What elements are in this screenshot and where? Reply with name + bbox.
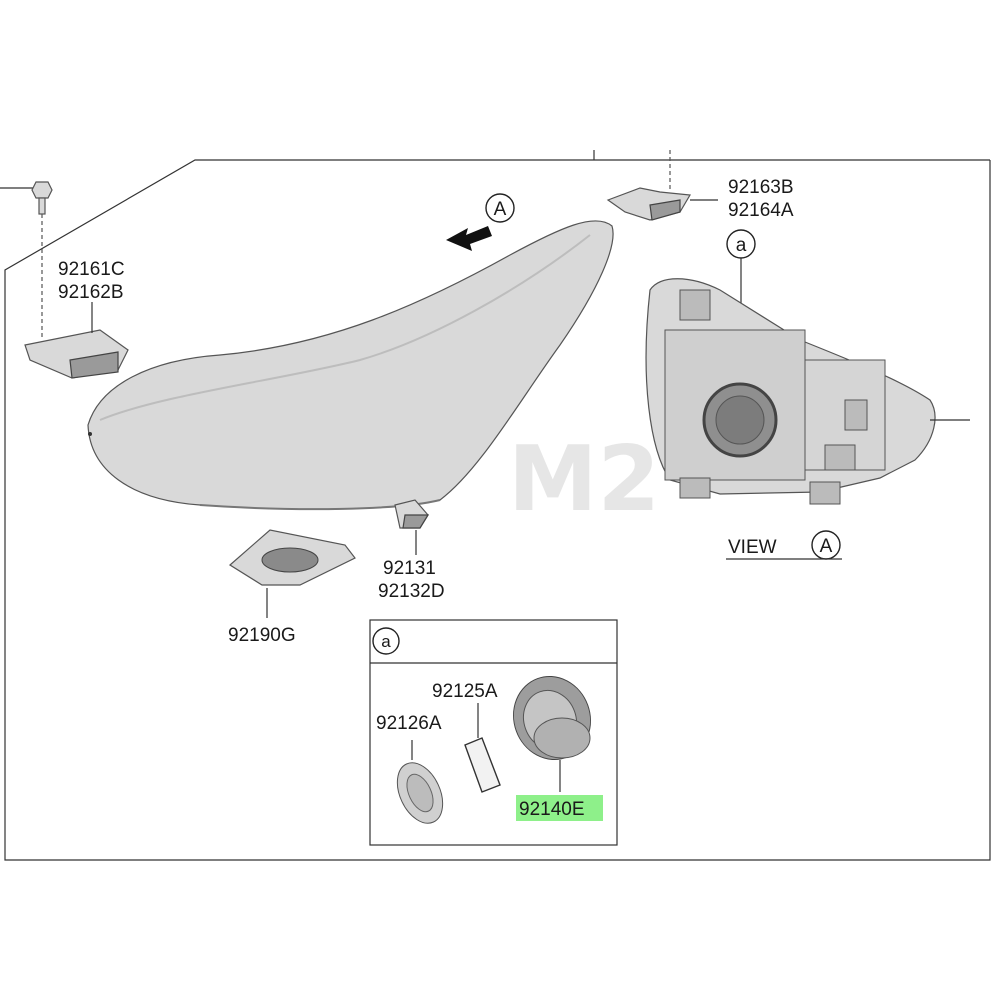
assembly-frame [4,150,991,861]
part-label-92125A[interactable]: 92125A [432,681,498,702]
callout-circle [372,627,400,655]
part-label-92131[interactable]: 92131 [383,558,436,579]
headlamp-housing-rear-part[interactable] [645,278,970,505]
marker-a-view[interactable]: a [736,235,747,256]
dust-cover-part[interactable] [502,666,602,771]
marker-a-detail[interactable]: a [381,632,391,651]
marker-A[interactable]: A [494,199,507,220]
part-label-92164A[interactable]: 92164A [728,200,794,221]
part-label-92163B[interactable]: 92163B [728,177,794,198]
part-label-92132D[interactable]: 92132D [378,581,445,602]
lamp-cap-part[interactable] [388,756,451,831]
bracket-left-part[interactable] [24,329,129,379]
watermark: M2 [508,427,660,532]
part-label-92190G[interactable]: 92190G [228,625,296,646]
bracket-bottom-part[interactable] [228,529,356,586]
headlamp-lens-part[interactable] [87,220,614,511]
view-arrow [446,226,492,251]
callout-circle [485,193,515,223]
highlight-box [516,795,603,821]
marker-A-view[interactable]: A [820,536,833,557]
part-label-92161C[interactable]: 92161C [58,259,125,280]
bracket-right-part[interactable] [606,187,691,221]
part-label-92140E[interactable]: 92140E [519,799,585,820]
detail-box-a [369,619,618,846]
clip-part[interactable] [394,499,430,529]
screw-part[interactable] [0,181,53,340]
part-label-92126A[interactable]: 92126A [376,713,442,734]
view-label: VIEW [728,537,777,558]
part-label-92162B[interactable]: 92162B [58,282,124,303]
gasket-part[interactable] [464,737,501,793]
